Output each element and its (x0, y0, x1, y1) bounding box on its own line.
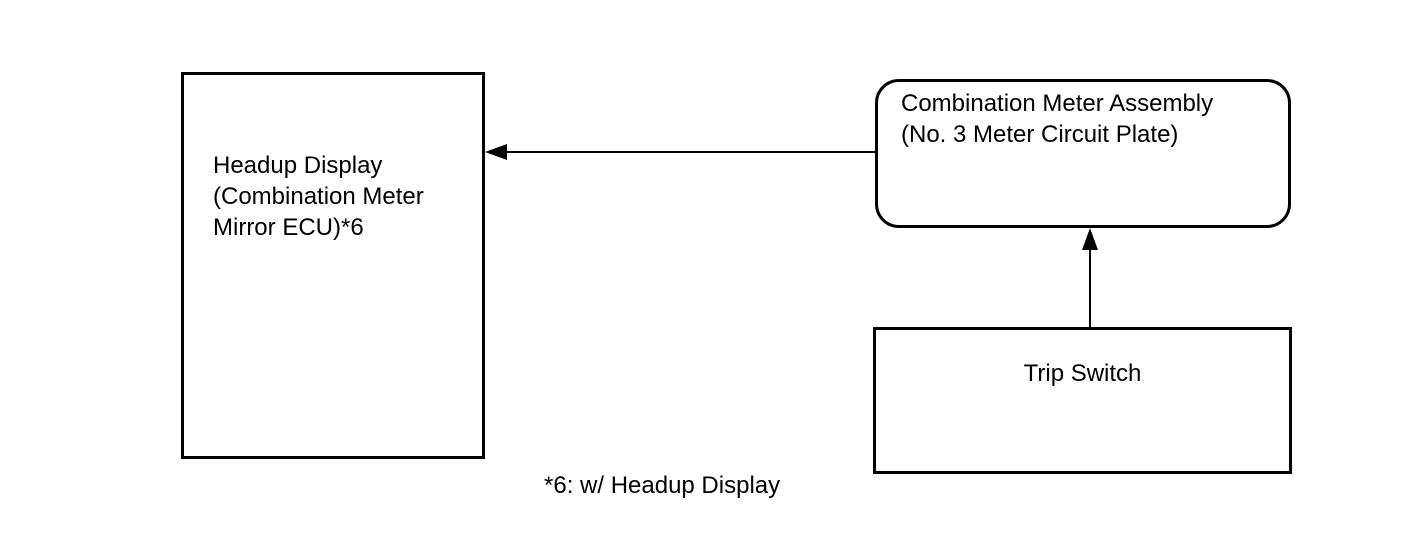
headup-display-label-line-1: Headup Display (213, 152, 383, 179)
trip-to-meter-connector-line (1089, 248, 1091, 328)
combination-meter-label: Combination Meter Assembly (No. 3 Meter … (901, 88, 1213, 150)
headup-display-label-line-3: Mirror ECU)*6 (213, 214, 364, 241)
combination-meter-label-line-2: (No. 3 Meter Circuit Plate) (901, 121, 1179, 148)
meter-to-hud-connector-line (505, 151, 876, 153)
headup-display-box (181, 72, 485, 459)
trip-switch-label: Trip Switch (873, 358, 1292, 389)
headup-display-label-line-2: (Combination Meter (213, 183, 424, 210)
headup-display-label: Headup Display (Combination Meter Mirror… (213, 150, 424, 243)
trip-to-meter-arrowhead-icon (1082, 228, 1098, 250)
footnote: *6: w/ Headup Display (544, 472, 781, 499)
combination-meter-box (875, 79, 1291, 228)
trip-switch-label-line-1: Trip Switch (1023, 360, 1142, 387)
meter-to-hud-arrowhead-icon (485, 144, 507, 160)
trip-switch-box (873, 327, 1292, 474)
combination-meter-label-line-1: Combination Meter Assembly (901, 90, 1214, 117)
